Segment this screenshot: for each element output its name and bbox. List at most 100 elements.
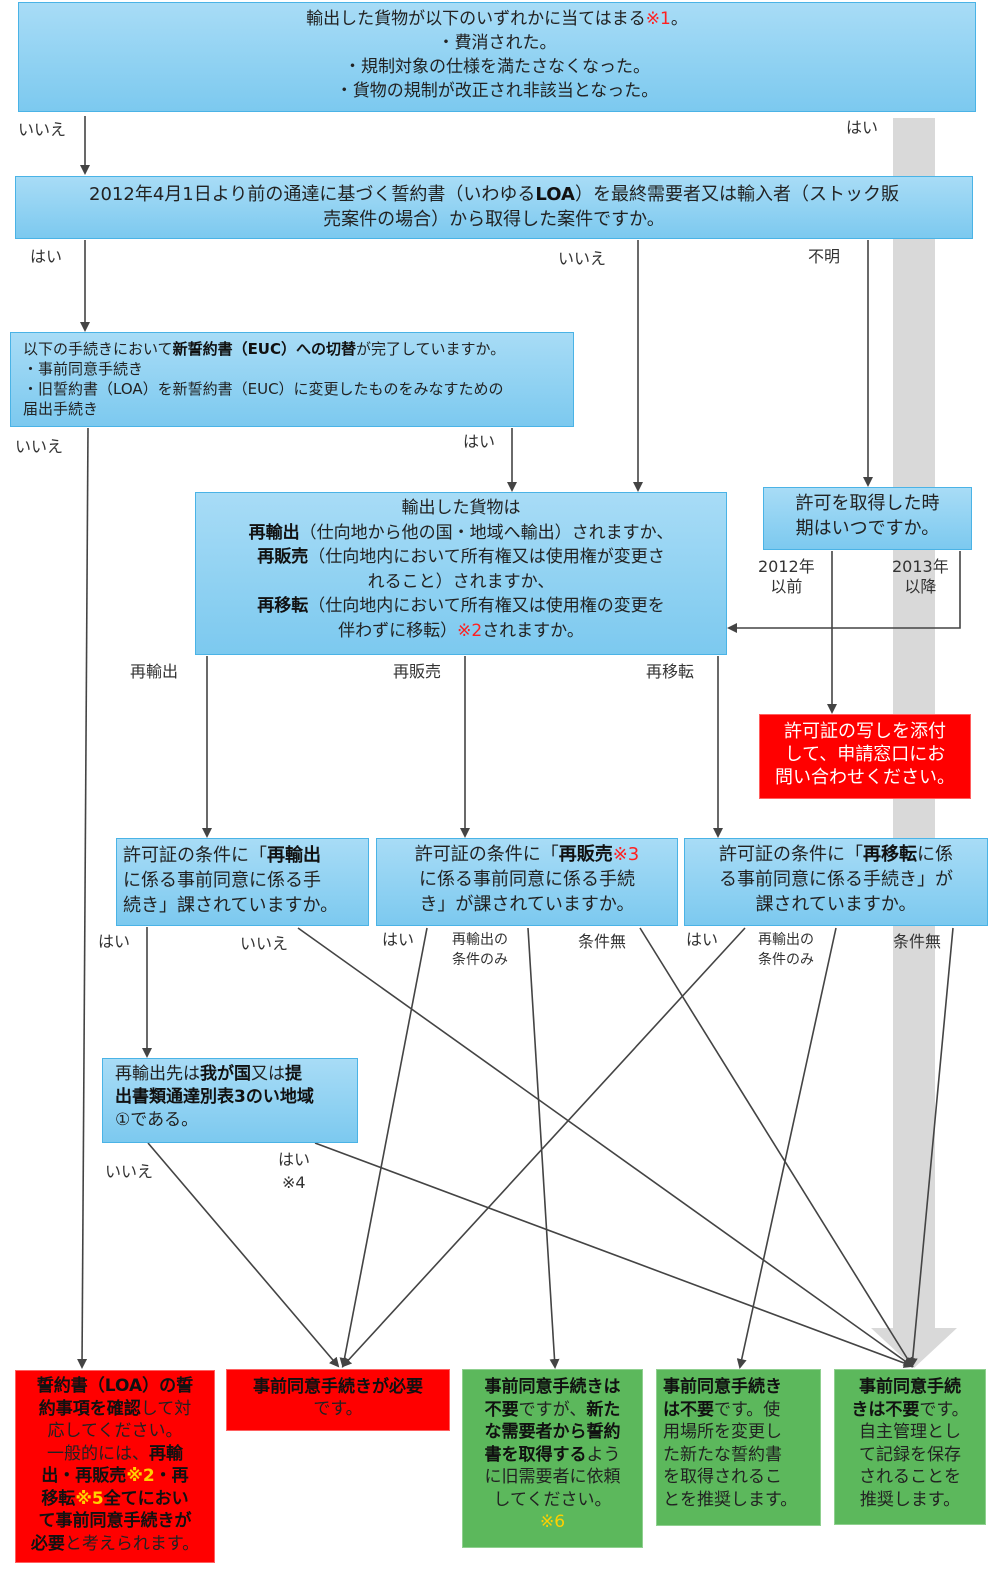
box-text: 用場所を変更し <box>663 1422 782 1442</box>
label-b2-no: いいえ <box>558 249 607 268</box>
note-reference: ※5 <box>75 1488 104 1509</box>
box-text: き」が課されていますか。 <box>419 894 635 915</box>
box-text: れること）されますか、 <box>367 571 555 592</box>
box-text: ・規制対象の仕様を満たさなくなった。 <box>344 57 650 77</box>
emphasis-text: 再輸出 <box>267 845 321 866</box>
box-text-line: 続き」課されていますか。 <box>123 893 362 918</box>
question-license-date: 許可を取得した時期はいつですか。 <box>763 487 972 550</box>
box-text-line: きは不要です。 <box>839 1399 981 1422</box>
box-text: 応してください。 <box>47 1421 183 1441</box>
box-text: 許可証の条件に「 <box>414 844 559 865</box>
box-text: に旧需要者に依頼 <box>484 1467 621 1487</box>
note-reference: ※1 <box>645 9 671 29</box>
box-text-line: 必要と考えられます。 <box>20 1533 210 1556</box>
emphasis-text: 新た <box>586 1399 621 1420</box>
box-text: 課されていますか。 <box>755 894 917 915</box>
box-text-line: 自主管理とし <box>839 1421 981 1444</box>
box-text-line: は不要です。使 <box>663 1399 814 1422</box>
box-text: に係る事前同意に係る手続 <box>419 869 635 890</box>
box-text: 許可を取得した時 <box>795 493 940 514</box>
box-text-line: て記録を保存 <box>839 1444 981 1467</box>
box-text: 自主管理とし <box>859 1422 961 1442</box>
box-text: 2012年4月1日より前の通達に基づく誓約書（いわゆる <box>89 184 536 205</box>
box-text-line: 許可証の条件に「再販売※3 <box>381 842 673 867</box>
box-text-line: 事前同意手続 <box>839 1376 981 1399</box>
box-text: 問い合わせください。 <box>775 767 955 788</box>
emphasis-text: 全てにおい <box>103 1488 189 1509</box>
box-text: とを推奨します。 <box>663 1489 798 1510</box>
question-euc-switch: 以下の手続きにおいて新誓約書（EUC）への切替が完了していますか。・事前同意手続… <box>10 332 574 427</box>
box-text-line: 許可証の写しを添付 <box>764 720 966 743</box>
box-text: に係る事前同意に係る手 <box>123 870 321 891</box>
box-text: 推奨します。 <box>859 1489 961 1510</box>
box-text-line: 課されていますか。 <box>689 892 983 917</box>
note-reference: ※3 <box>612 844 640 865</box>
box-text: 一般的には、 <box>47 1443 149 1464</box>
emphasis-text: は不要 <box>663 1399 714 1420</box>
emphasis-text: 誓約書（LOA）の誓 <box>36 1376 194 1396</box>
question-reexport-condition: 許可証の条件に「再輸出に係る事前同意に係る手続き」課されていますか。 <box>116 838 369 926</box>
box-text-line: 再販売（仕向地内において所有権又は使用権が変更さ <box>200 545 722 570</box>
box-text: して、申請窓口にお <box>784 744 946 765</box>
box-text: 許可証の条件に「 <box>123 845 267 866</box>
box-text: してください。 <box>493 1489 612 1510</box>
question-loa-before-2012: 2012年4月1日より前の通達に基づく誓約書（いわゆるLOA）を最終需要者又は輸… <box>15 176 973 239</box>
label-b1-yes: はい <box>846 118 879 137</box>
question-retransfer-condition: 許可証の条件に「再移転に係る事前同意に係る手続き」が課されていますか。 <box>684 838 988 926</box>
arrow-b8-yes <box>341 927 746 1368</box>
box-text: ですが、 <box>518 1399 587 1420</box>
emphasis-text: 再販売 <box>257 547 309 567</box>
box-text: 売案件の場合）から取得した案件ですか。 <box>323 209 665 230</box>
box-text-line: 応してください。 <box>20 1420 210 1443</box>
label-b2-unknown: 不明 <box>808 247 841 266</box>
box-text-line: 移転※5全てにおい <box>20 1488 210 1511</box>
box-text: 伴わずに移転） <box>338 620 458 641</box>
box-text-line: 許可を取得した時 <box>768 491 967 516</box>
result-new-pledge-recommended: 事前同意手続きは不要です。使用場所を変更した新たな誓約書を取得されることを推奨し… <box>656 1369 821 1526</box>
box-text-line: ・事前同意手続き <box>23 359 561 379</box>
box-text-line: 誓約書（LOA）の誓 <box>20 1375 210 1398</box>
box-text-line: 許可証の条件に「再輸出 <box>123 843 362 868</box>
box-text: です。 <box>313 1399 363 1419</box>
arrow-b6-no <box>297 927 914 1368</box>
box-text: 又は <box>251 1064 285 1084</box>
box-text: 輸出した貨物が以下のいずれかに当てはまる <box>306 9 646 29</box>
box-text-line: 用場所を変更し <box>663 1421 814 1444</box>
box-text-line: されることを <box>839 1466 981 1489</box>
box-text-line: 売案件の場合）から取得した案件ですか。 <box>20 207 968 232</box>
box-text: されることを <box>859 1467 961 1487</box>
label-b4-retransfer: 再移転 <box>646 662 695 681</box>
emphasis-text: 不要 <box>484 1399 519 1420</box>
box-text: 以下の手続きにおいて <box>23 340 173 358</box>
box-text-line: 伴わずに移転）※2されますか。 <box>200 619 722 644</box>
emphasis-text: て事前同意手続きが <box>38 1511 192 1531</box>
box-text: を取得されるこ <box>663 1467 782 1487</box>
emphasis-text: 出書類通達別表3のい地域 <box>115 1087 314 1107</box>
box-text-line: 一般的には、再輸 <box>20 1443 210 1466</box>
emphasis-text: 出・再販売 <box>41 1466 127 1486</box>
box-text-line: 再輸出先は我が国又は提 <box>115 1063 345 1086</box>
box-text-line: 事前同意手続き <box>663 1376 814 1399</box>
box-text: が完了していますか。 <box>356 340 506 358</box>
label-b3-no: いいえ <box>15 437 64 456</box>
emphasis-text: 事前同意手続 <box>859 1377 961 1397</box>
box-text-line: ・貨物の規制が改正され非該当となった。 <box>23 79 971 103</box>
box-text-line: 許可証の条件に「再移転に係 <box>689 842 983 867</box>
label-b1-no: いいえ <box>18 120 67 139</box>
box-text: 。 <box>670 9 688 29</box>
arrow-b3-no <box>77 427 89 1369</box>
emphasis-text: 再輸 <box>149 1443 183 1464</box>
question-goods-status: 輸出した貨物が以下のいずれかに当てはまる※1。・費消された。・規制対象の仕様を満… <box>18 2 976 112</box>
box-text: ・費消された。 <box>437 33 557 53</box>
arrow-b7-yes <box>339 927 428 1368</box>
emphasis-text: 約事項を確認 <box>38 1398 141 1419</box>
box-text-line: 届出手続き <box>23 399 561 419</box>
label-b9-yes-note: ※4 <box>282 1173 306 1192</box>
box-text-line: に係る事前同意に係る手続 <box>381 867 673 892</box>
box-text-line: 以下の手続きにおいて新誓約書（EUC）への切替が完了していますか。 <box>23 339 561 359</box>
label-b8-yes: はい <box>686 930 719 949</box>
label-b9-yes: はい <box>278 1150 311 1169</box>
label-b6-no: いいえ <box>240 934 289 953</box>
